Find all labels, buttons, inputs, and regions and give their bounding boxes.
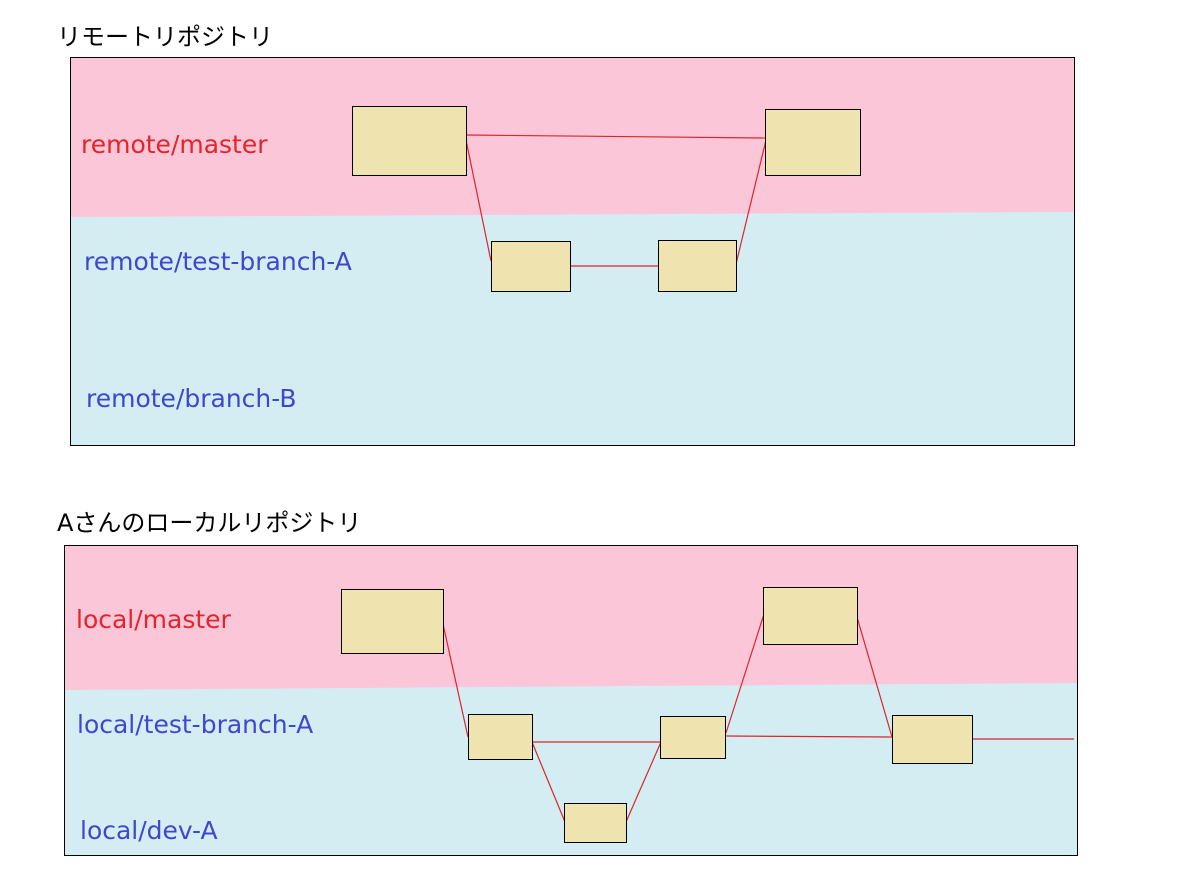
remote-test-branch-a-label: remote/test-branch-A	[84, 247, 352, 276]
remote-branch-b-label: remote/branch-B	[86, 384, 297, 413]
remote-branch-band	[70, 212, 1075, 446]
local-master-label: local/master	[76, 605, 232, 634]
commit-node	[564, 803, 627, 843]
edge	[465, 134, 767, 139]
remote-repo-title: リモートリポジトリ	[57, 23, 273, 51]
local-commit-edges	[442, 613, 1074, 823]
commit-node	[660, 716, 726, 759]
edge	[856, 616, 893, 738]
edge	[735, 139, 767, 265]
commit-node	[658, 240, 737, 292]
edge	[442, 623, 469, 738]
local-branch-band	[64, 683, 1078, 856]
edge	[725, 613, 765, 734]
local-repo-panel: local/master local/test-branch-A local/d…	[64, 545, 1078, 856]
local-master-band	[64, 545, 1078, 690]
remote-repo-panel: remote/master remote/test-branch-A remot…	[70, 57, 1075, 446]
commit-node	[892, 715, 973, 764]
commit-node	[352, 106, 467, 176]
remote-master-label: remote/master	[81, 130, 268, 159]
local-dev-a-label: local/dev-A	[80, 816, 218, 845]
commit-node	[468, 714, 533, 760]
remote-repo-border	[70, 57, 1075, 446]
commit-node	[763, 587, 858, 645]
edge	[625, 741, 662, 823]
edge	[465, 139, 492, 262]
commit-node	[765, 109, 861, 176]
commit-node	[341, 589, 444, 654]
commit-node	[491, 241, 571, 292]
remote-commit-edges	[465, 134, 767, 267]
local-repo-title: Aさんのローカルリポジトリ	[57, 509, 361, 537]
edge	[725, 735, 893, 738]
remote-commits	[352, 106, 861, 292]
edge	[531, 741, 566, 823]
local-commits	[341, 587, 973, 843]
local-repo-border	[64, 545, 1078, 856]
local-test-branch-a-label: local/test-branch-A	[77, 710, 313, 739]
remote-master-band	[70, 57, 1075, 217]
